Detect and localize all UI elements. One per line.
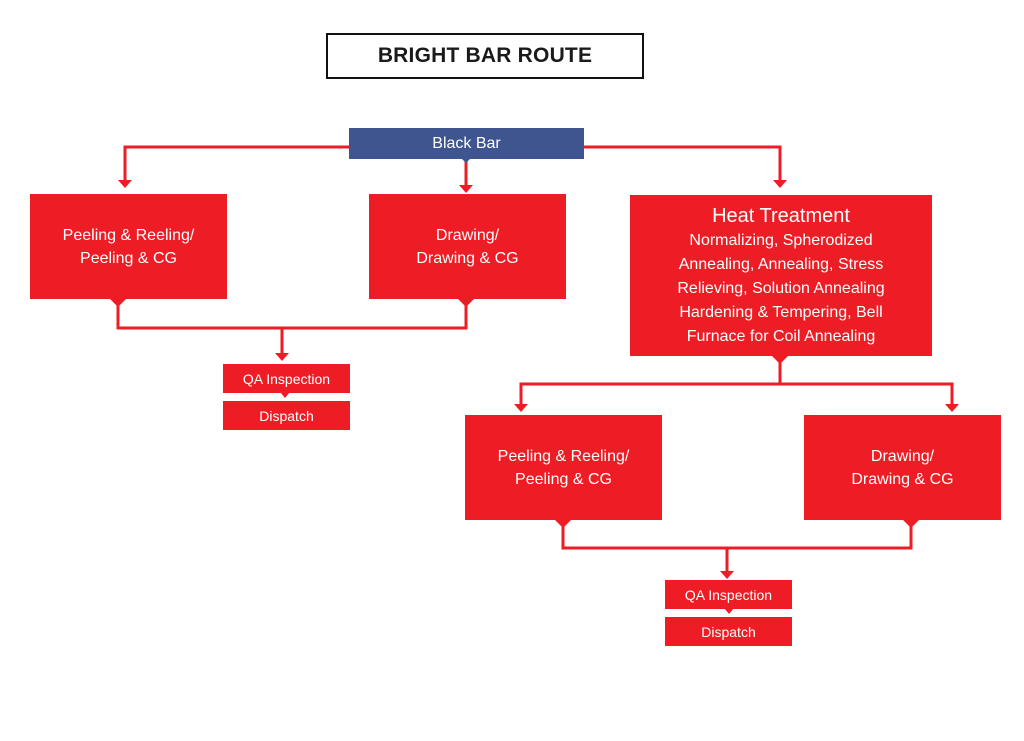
connector-left-merge	[116, 300, 468, 330]
heat-treatment-node: Heat Treatment Normalizing, Spherodized …	[630, 195, 932, 356]
box-notch	[110, 299, 126, 307]
arrowhead	[720, 571, 734, 579]
box-notch	[461, 158, 471, 163]
node-line: Drawing & CG	[851, 470, 954, 488]
left-drawing-node: Drawing/ Drawing & CG	[369, 194, 566, 299]
left-peeling-node: Peeling & Reeling/ Peeling & CG	[30, 194, 227, 299]
arrowhead	[945, 404, 959, 412]
right-peeling-node: Peeling & Reeling/ Peeling & CG	[465, 415, 662, 520]
node-line: Peeling & Reeling/	[62, 226, 195, 244]
box-notch	[458, 299, 474, 307]
connector-ht-split	[519, 382, 954, 404]
right-qa-inspection-node: QA Inspection	[665, 580, 792, 609]
node-line: Drawing & CG	[416, 249, 519, 267]
arrowhead	[118, 180, 132, 188]
node-line: Peeling & CG	[515, 470, 612, 488]
connector-right-merge	[561, 521, 913, 550]
connector-black-to-left	[123, 145, 349, 180]
box-notch	[280, 392, 290, 398]
connector-black-to-right	[584, 145, 782, 181]
node-line: Peeling & Reeling/	[497, 447, 630, 465]
left-dispatch-node: Dispatch	[223, 401, 350, 430]
heat-treatment-title: Heat Treatment	[712, 204, 850, 227]
arrowhead	[459, 185, 473, 193]
box-notch	[903, 520, 919, 528]
arrowhead	[773, 180, 787, 188]
heat-treatment-line: Normalizing, Spherodized	[689, 231, 873, 249]
box-notch	[555, 520, 571, 528]
black-bar-node: Black Bar	[349, 128, 584, 159]
box-notch	[724, 608, 734, 614]
arrowhead	[275, 353, 289, 361]
left-qa-inspection-node: QA Inspection	[223, 364, 350, 393]
heat-treatment-line: Furnace for Coil Annealing	[686, 327, 876, 345]
heat-treatment-line: Annealing, Annealing, Stress	[678, 255, 884, 273]
node-line: Peeling & CG	[80, 249, 177, 267]
box-notch	[772, 356, 788, 364]
page-title: BRIGHT BAR ROUTE	[326, 33, 644, 79]
node-line: Drawing/	[435, 226, 500, 244]
heat-treatment-line: Relieving, Solution Annealing	[677, 279, 885, 297]
right-dispatch-node: Dispatch	[665, 617, 792, 646]
arrowhead	[514, 404, 528, 412]
heat-treatment-line: Hardening & Tempering, Bell	[679, 303, 883, 321]
right-drawing-node: Drawing/ Drawing & CG	[804, 415, 1001, 520]
node-line: Drawing/	[870, 447, 935, 465]
